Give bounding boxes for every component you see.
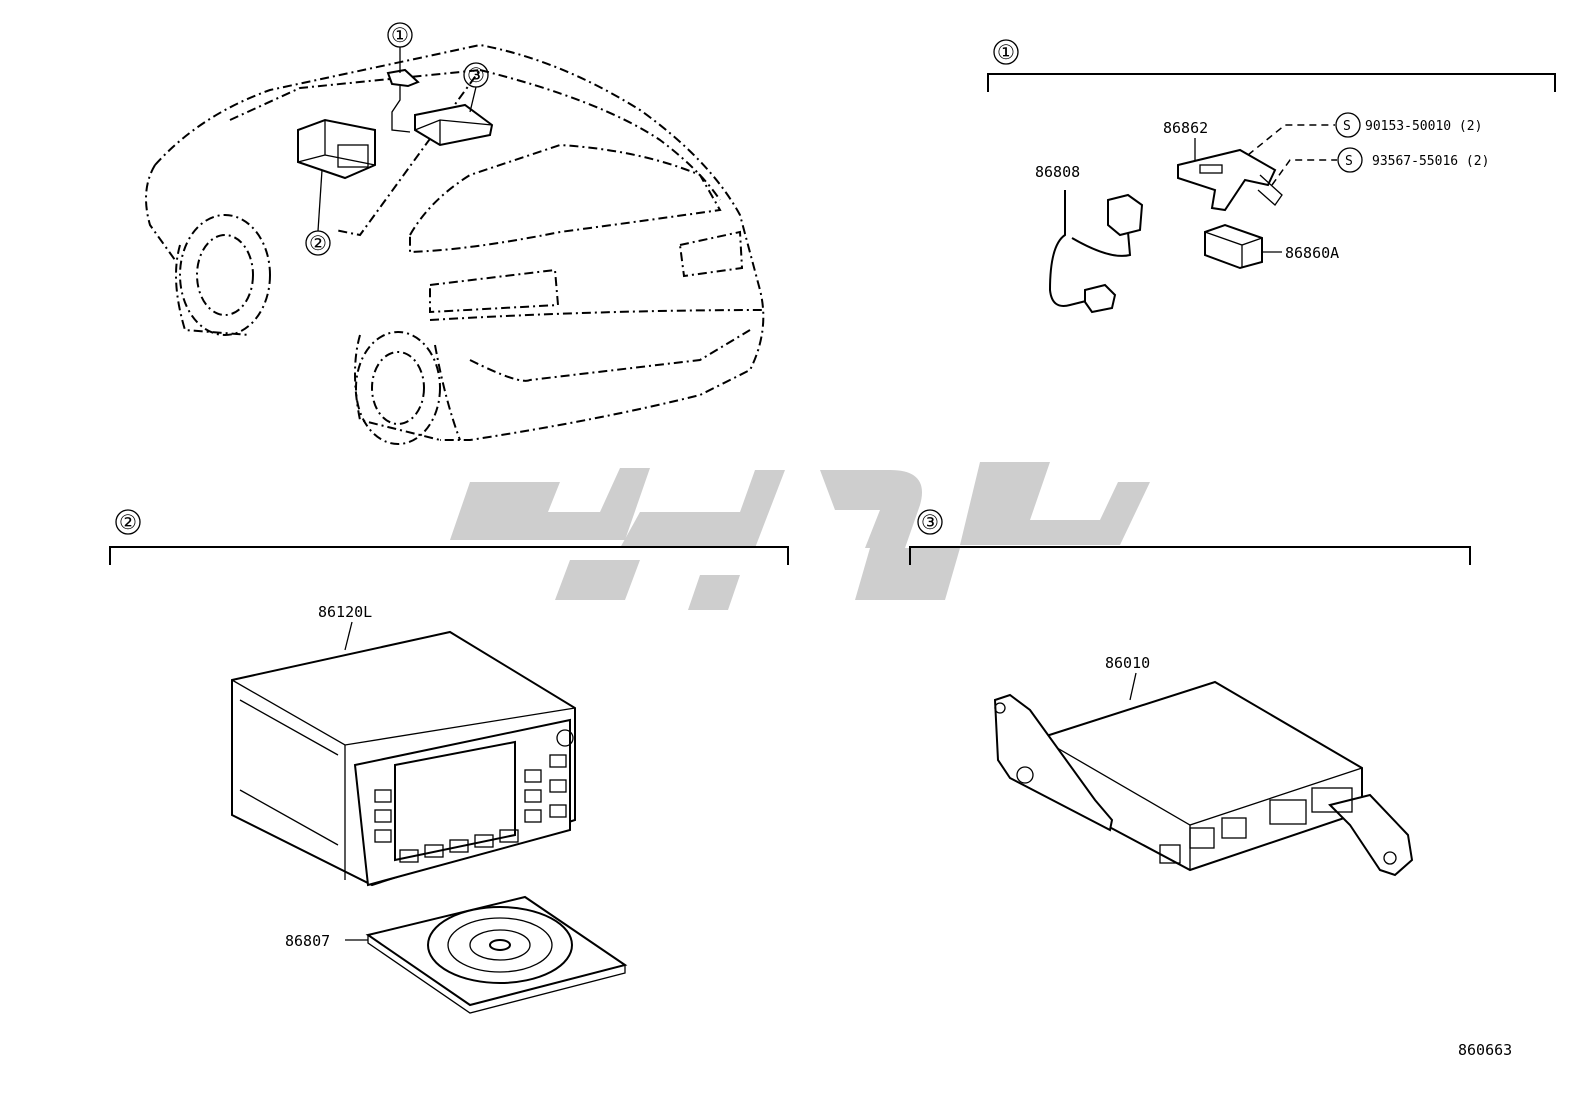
part-number: 86120L: [318, 603, 372, 621]
screw-symbol: S: [1345, 154, 1353, 169]
cord-86808: 86808: [1035, 163, 1144, 314]
part-number: 86860A: [1285, 244, 1339, 262]
group-1-number: ①: [997, 40, 1015, 64]
part-number: 90153-50010 (2): [1365, 119, 1482, 134]
car-callout-1: ①: [387, 22, 413, 73]
disc-86807: 86807: [285, 895, 628, 1014]
vehicle-outline: [145, 43, 766, 445]
group-1: ① 86862 S 90153-50010 (2) S 93567-55016 …: [987, 39, 1556, 314]
group-3: ③ 86010: [909, 509, 1471, 877]
front-panel-buttons: [374, 729, 574, 863]
connectors: [1159, 787, 1353, 864]
part-number: 93567-55016 (2): [1372, 154, 1489, 169]
illustration-id: 860663: [1458, 1041, 1512, 1059]
part-number: 86807: [285, 932, 330, 950]
part-number: 86808: [1035, 163, 1080, 181]
car-callout-2: ②: [305, 169, 331, 256]
callout-number: ③: [467, 63, 485, 87]
screw-1: S 90153-50010 (2): [1247, 112, 1482, 156]
nav-unit-86120L: 86120L: [231, 603, 576, 887]
screw-symbol: S: [1343, 119, 1351, 134]
vehicle-components: [297, 68, 494, 180]
antenna-86860A: 86860A: [1204, 223, 1339, 270]
car-callout-3: ③: [463, 62, 489, 113]
screw-2: S 93567-55016 (2): [1271, 147, 1489, 186]
callout-number: ②: [309, 231, 327, 255]
group-2-number: ②: [119, 510, 137, 534]
group-3-number: ③: [921, 510, 939, 534]
group-2: ②: [109, 509, 789, 1014]
bracket-86862: 86862: [1163, 119, 1283, 212]
part-number: 86862: [1163, 119, 1208, 137]
callout-number: ①: [391, 23, 409, 47]
part-number: 86010: [1105, 654, 1150, 672]
watermark-logo: [450, 462, 1150, 610]
computer-86010: 86010: [993, 654, 1414, 877]
